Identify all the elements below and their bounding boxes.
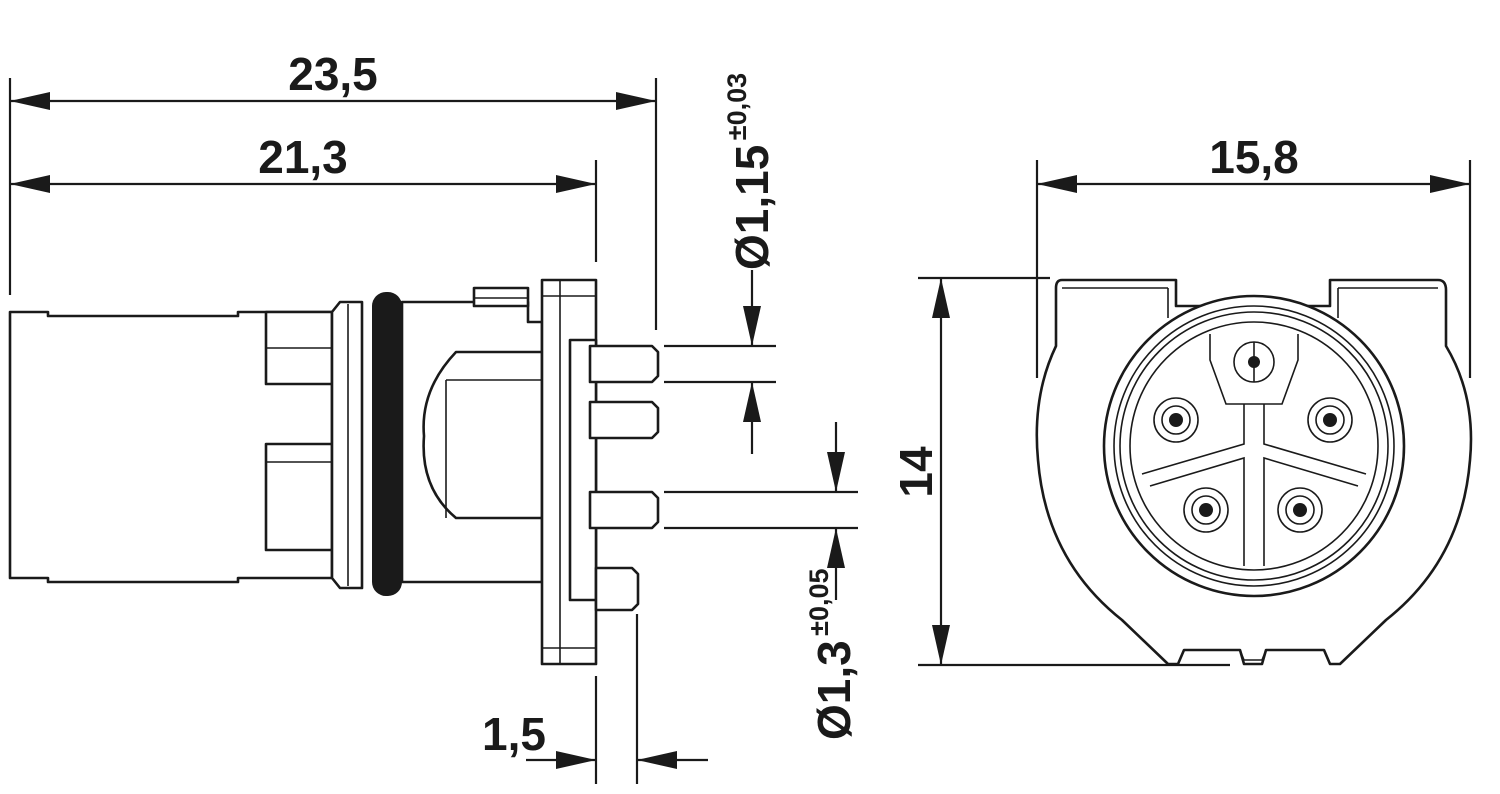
side-latch [472, 286, 530, 308]
side-body-slot-lower [264, 442, 334, 552]
dim-pin-diameter: Ø1,15 [726, 145, 778, 270]
dim-body-length: 21,3 [258, 131, 348, 183]
front-contact-3 [1183, 487, 1229, 533]
front-contact-4 [1277, 487, 1323, 533]
front-insert-key [1209, 334, 1299, 405]
front-contact-1 [1153, 397, 1199, 443]
dim-overall-length: 23,5 [288, 48, 378, 100]
front-view [1035, 278, 1473, 666]
side-pin-1 [588, 344, 660, 384]
side-pin-2 [588, 400, 660, 440]
side-collar [330, 300, 364, 590]
side-dimensions: 23,5 21,3 Ø1,15 ±0,03 Ø1,3 ±0,05 [8, 48, 860, 784]
dim-front-width: 15,8 [1209, 131, 1299, 183]
svg-text:Ø1,3 ±0,05: Ø1,3 ±0,05 [804, 568, 860, 740]
dim-front-height: 14 [890, 446, 942, 498]
side-dome [422, 350, 544, 520]
side-pin-3 [588, 490, 660, 530]
svg-text:Ø1,15 ±0,03: Ø1,15 ±0,03 [722, 73, 778, 270]
dim-post-offset: 1,5 [482, 708, 546, 760]
dim-pin-diameter-tolerance: ±0,03 [722, 73, 752, 140]
o-ring [372, 292, 402, 596]
front-contact-2 [1307, 397, 1353, 443]
dim-post-diameter-tolerance: ±0,05 [804, 568, 834, 635]
front-dimensions: 15,8 14 [890, 131, 1472, 667]
dim-post-diameter: Ø1,3 [808, 640, 860, 740]
front-ring-outer [1102, 294, 1406, 598]
side-post [594, 566, 640, 612]
side-view [8, 278, 660, 666]
